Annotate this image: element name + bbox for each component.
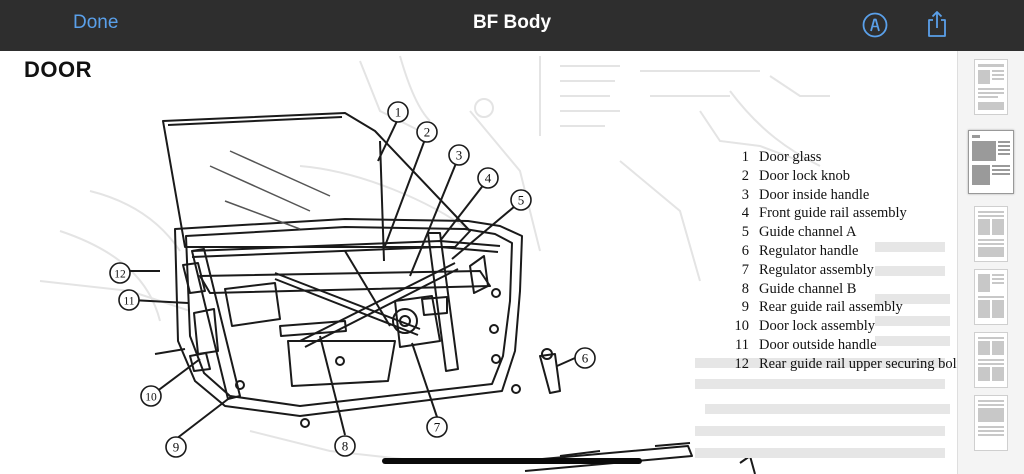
legend-item: 9 Rear guide rail assembly <box>727 298 957 317</box>
parts-legend: 1 Door glass 2 Door lock knob 3 Door inside… <box>727 148 958 374</box>
legend-number: 12 <box>734 355 750 372</box>
callout-8: 8 <box>342 439 349 454</box>
legend-label: Door lock assembly <box>759 318 875 335</box>
page-thumbnail-current[interactable] <box>968 130 1014 194</box>
callout-12: 12 <box>114 269 126 281</box>
callout-4: 4 <box>485 171 492 186</box>
thumbnail-preview <box>978 400 1004 436</box>
callout-3: 3 <box>456 148 463 163</box>
thumbnail-preview <box>978 274 1004 318</box>
legend-item: 2 Door lock knob <box>727 167 957 186</box>
legend-item: 3 Door inside handle <box>727 186 957 205</box>
markup-pen-circle-icon <box>862 12 888 38</box>
legend-label: Rear guide rail upper securing bolt <box>759 355 957 372</box>
legend-number: 1 <box>741 149 749 165</box>
thumbnail-preview <box>978 64 1004 110</box>
callout-11: 11 <box>123 296 134 308</box>
legend-number: 6 <box>741 242 749 259</box>
page-thumbnail[interactable] <box>974 395 1008 451</box>
legend-item: 11 Door outside handle <box>727 336 957 355</box>
page-thumbnail-strip[interactable] <box>957 51 1024 474</box>
legend-item: 6 Regulator handle <box>727 242 957 261</box>
legend-label: Door lock knob <box>759 167 851 184</box>
legend-item: 5 Guide channel A <box>727 223 957 242</box>
legend-label: Door inside handle <box>759 186 870 203</box>
legend-number: 11 <box>735 336 749 353</box>
page-thumbnail[interactable] <box>974 332 1008 388</box>
legend-number: 10 <box>734 318 750 335</box>
legend-label: Guide channel A <box>759 224 857 241</box>
section-heading: DOOR <box>24 57 92 82</box>
legend-item: 8 Guide channel B <box>727 280 957 299</box>
legend-number: 3 <box>741 186 749 203</box>
legend-label: Regulator handle <box>759 242 859 259</box>
legend-item: 10 Door lock assembly <box>727 317 957 336</box>
legend-item: 12 Rear guide rail upper securing bolt <box>727 355 958 374</box>
legend-item: 1 Door glass <box>727 148 957 167</box>
share-button[interactable] <box>924 9 950 39</box>
callout-6: 6 <box>582 351 589 366</box>
legend-number: 8 <box>741 280 749 297</box>
legend-number: 7 <box>741 261 749 278</box>
top-toolbar: Done BF Body <box>0 0 1024 51</box>
legend-label: Front guide rail assembly <box>759 205 907 222</box>
legend-label: Guide channel B <box>759 280 857 297</box>
thumbnail-preview <box>972 135 1010 185</box>
legend-number: 4 <box>741 205 749 222</box>
bleed-through-text <box>695 242 950 458</box>
legend-number: 2 <box>741 167 749 184</box>
legend-item: 7 Regulator assembly <box>727 261 957 280</box>
document-page[interactable]: DOOR <box>0 51 957 474</box>
callout-9: 9 <box>173 440 180 455</box>
legend-item: 4 Front guide rail assembly <box>727 204 957 223</box>
legend-label: Door outside handle <box>759 336 877 353</box>
markup-button[interactable] <box>862 12 888 38</box>
callout-1: 1 <box>395 105 402 120</box>
door-exploded-diagram: 1 2 3 4 5 6 7 8 9 10 11 12 <box>109 101 756 474</box>
callout-2: 2 <box>424 125 431 140</box>
legend-label: Regulator assembly <box>759 261 874 278</box>
legend-number: 9 <box>741 299 749 316</box>
share-box-arrow-icon <box>928 11 946 37</box>
thumbnail-preview <box>978 337 1004 381</box>
legend-number: 5 <box>741 224 749 241</box>
legend-label: Rear guide rail assembly <box>759 299 903 316</box>
legend-label: Door glass <box>759 149 822 165</box>
callout-10: 10 <box>145 392 157 404</box>
page-thumbnail[interactable] <box>974 206 1008 262</box>
done-button[interactable]: Done <box>73 12 119 33</box>
callout-7: 7 <box>434 420 441 435</box>
page-thumbnail[interactable] <box>974 59 1008 115</box>
home-indicator-bar[interactable] <box>382 458 642 464</box>
thumbnail-preview <box>978 211 1004 257</box>
bleed-through-artwork <box>39 55 830 462</box>
callout-5: 5 <box>518 193 525 208</box>
page-thumbnail[interactable] <box>974 269 1008 325</box>
